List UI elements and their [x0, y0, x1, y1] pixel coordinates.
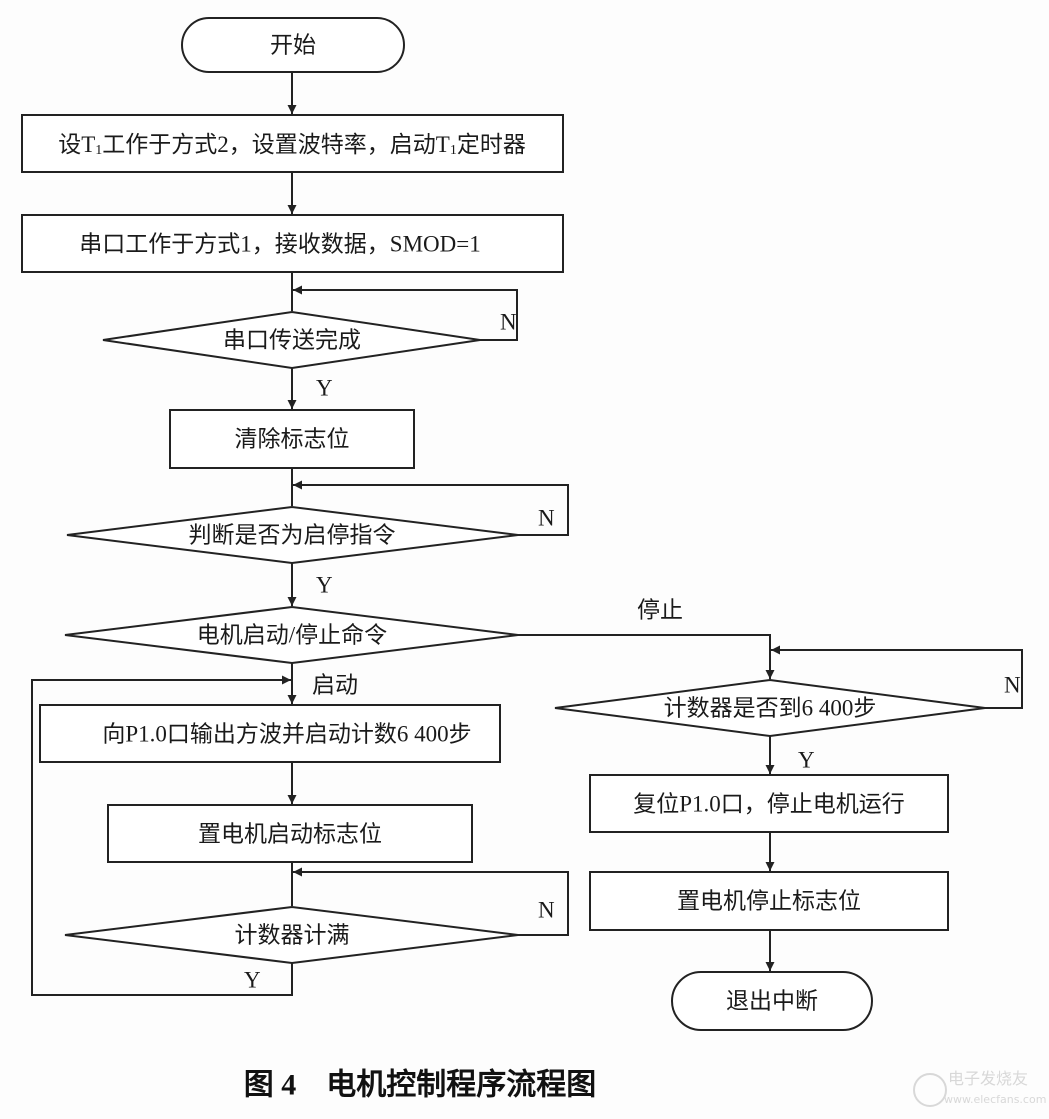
node-reset-port: 复位P1.0口，停止电机运行: [589, 774, 949, 833]
decision-check-cmd: 判断是否为启停指令: [66, 505, 519, 565]
figure-caption: 图 4 电机控制程序流程图: [244, 1068, 597, 1102]
node-start-text: 开始: [270, 33, 316, 58]
label-n: N: [538, 898, 555, 923]
node-clear-flag: 清除标志位: [169, 409, 415, 469]
node-set-start-flag: 置电机启动标志位: [107, 804, 473, 863]
node-set-stop-flag-text: 置电机停止标志位: [677, 889, 861, 914]
label-n: N: [538, 506, 555, 531]
watermark-name: 电子发烧友: [948, 1069, 1028, 1088]
loop-n-serial: [293, 285, 518, 341]
loop-y-restart: [31, 675, 293, 996]
decision-counter-6400-text: 计数器是否到6 400步: [664, 696, 877, 721]
node-clear-flag-text: 清除标志位: [235, 427, 350, 452]
node-set-start-flag-text: 置电机启动标志位: [198, 822, 382, 847]
label-n: N: [500, 310, 517, 335]
decision-serial-done-text: 串口传送完成: [223, 328, 361, 353]
node-init-t1: 设T1工作于方式2，设置波特率，启动T1定时器: [21, 114, 564, 173]
node-init-t1-text: 设T1工作于方式2，设置波特率，启动T1定时器: [58, 132, 526, 158]
decision-check-cmd-text: 判断是否为启停指令: [189, 523, 396, 548]
loop-n-counter: [293, 867, 569, 936]
node-start: 开始: [181, 17, 405, 73]
node-reset-port-text: 复位P1.0口，停止电机运行: [633, 792, 905, 817]
node-serial-mode: 串口工作于方式1，接收数据，SMOD=1: [21, 214, 564, 273]
node-output-wave-text: 向P1.0口输出方波并启动计数6 400步: [102, 722, 471, 747]
label-n: N: [1004, 673, 1021, 698]
node-serial-mode-text: 串口工作于方式1，接收数据，SMOD=1: [79, 232, 480, 257]
watermark-logo: 电子发烧友 www.elecfans.com: [913, 1069, 1046, 1107]
decision-counter-full: 计数器计满: [64, 905, 519, 965]
decision-motor-cmd: 电机启动/停止命令: [64, 605, 519, 665]
decision-motor-cmd-text: 电机启动/停止命令: [197, 623, 387, 648]
label-y: Y: [316, 573, 333, 598]
connectors: [31, 72, 1023, 996]
label-y: Y: [798, 748, 815, 773]
label-y: Y: [244, 968, 261, 993]
label-stop: 停止: [637, 598, 683, 623]
loop-n-6400: [771, 645, 1023, 709]
watermark-url: www.elecfans.com: [944, 1093, 1046, 1106]
stop-branch-line: [518, 634, 775, 679]
node-output-wave: 向P1.0口输出方波并启动计数6 400步: [39, 704, 501, 763]
node-set-stop-flag: 置电机停止标志位: [589, 871, 949, 931]
node-exit-interrupt-text: 退出中断: [726, 989, 818, 1014]
node-exit-interrupt: 退出中断: [671, 971, 873, 1031]
decision-serial-done: 串口传送完成: [102, 310, 481, 370]
loop-n-check: [293, 480, 569, 536]
decision-counter-6400: 计数器是否到6 400步: [554, 678, 986, 738]
label-y: Y: [316, 376, 333, 401]
decision-counter-full-text: 计数器计满: [235, 923, 350, 948]
label-start: 启动: [312, 673, 358, 698]
